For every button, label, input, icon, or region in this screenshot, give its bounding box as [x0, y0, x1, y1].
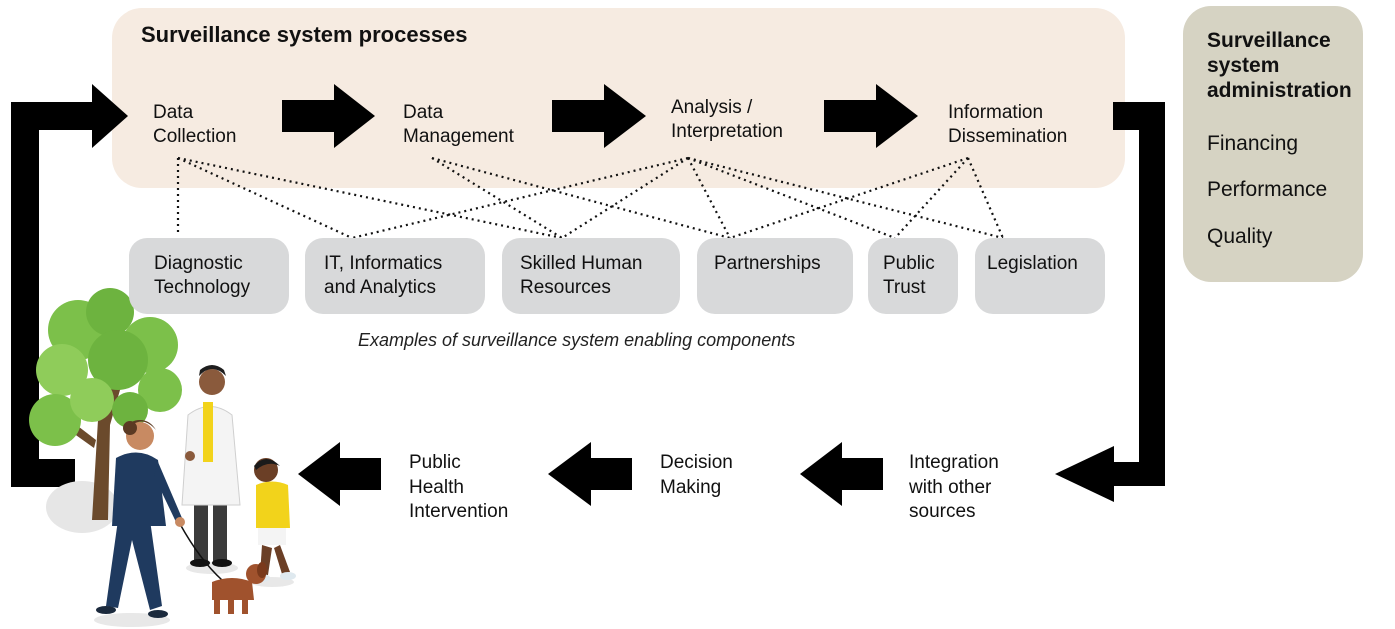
arrow-left-icon	[800, 442, 883, 506]
step-integration-other-sources: Integration with other sources	[909, 451, 999, 525]
administration-panel	[1183, 6, 1363, 282]
component-diagnostic-technology: Diagnostic Technology	[129, 238, 289, 314]
step-label-line2: Dissemination	[948, 126, 1068, 147]
administration-title-line2: system	[1207, 54, 1280, 77]
component-partnerships: Partnerships	[697, 238, 853, 314]
administration-title-line3: administration	[1207, 79, 1352, 102]
component-label-line1: Partnerships	[714, 253, 821, 274]
step-label-line1: Analysis /	[671, 97, 753, 118]
component-label-line2: Trust	[883, 277, 926, 298]
lower-label-line1: Public	[409, 452, 461, 473]
connector-line	[729, 156, 969, 240]
processes-title: Surveillance system processes	[141, 22, 468, 47]
administration-item-performance: Performance	[1207, 178, 1328, 201]
connector-line	[561, 157, 689, 239]
process-arrows	[282, 84, 918, 148]
step-analysis-interpretation: Analysis / Interpretation	[671, 96, 783, 144]
connector-line	[177, 156, 563, 240]
doctor-illustration	[181, 365, 241, 574]
arrow-right-icon	[552, 84, 646, 148]
connector-lines	[176, 156, 1005, 240]
connector-line	[177, 157, 353, 239]
lower-label-line1: Decision	[660, 452, 733, 473]
child-illustration	[250, 458, 296, 587]
lower-label-line1: Integration	[909, 452, 999, 473]
component-label-line2: and Analytics	[324, 277, 436, 298]
step-information-dissemination: Information Dissemination	[948, 101, 1067, 149]
connector-line	[894, 157, 969, 239]
component-label-line1: Public	[883, 253, 935, 274]
administration-title-line1: Surveillance	[1207, 29, 1331, 52]
connector-line	[687, 156, 1004, 240]
component-label-line1: Legislation	[987, 253, 1078, 274]
tree-illustration	[29, 288, 182, 533]
lower-flow-arrows	[298, 442, 883, 506]
component-label-line1: IT, Informatics	[324, 253, 443, 274]
component-skilled-human-resources: Skilled Human Resources	[502, 238, 680, 314]
component-label-line1: Diagnostic	[154, 253, 243, 274]
nurse-illustration	[94, 420, 185, 627]
arrow-left-icon	[548, 442, 632, 506]
connector-line	[687, 156, 896, 240]
arrow-left-icon	[298, 442, 381, 506]
arrow-down-left-icon	[1055, 102, 1165, 502]
step-label-line2: Management	[403, 126, 514, 147]
administration-item-financing: Financing	[1207, 132, 1299, 155]
lower-label-line2: Health	[409, 476, 464, 498]
dog-illustration	[179, 523, 267, 614]
component-label-line2: Technology	[154, 277, 251, 298]
administration-title: Surveillance system administration	[1207, 28, 1352, 103]
step-public-health-intervention: Public Health Intervention	[409, 451, 508, 525]
component-legislation: Legislation	[975, 238, 1105, 314]
arrow-right-icon	[824, 84, 918, 148]
component-public-trust: Public Trust	[868, 238, 958, 314]
connector-line	[431, 157, 563, 239]
loop-arrow-left	[11, 84, 128, 487]
step-label-line1: Data	[153, 102, 194, 123]
component-it-informatics: IT, Informatics and Analytics	[305, 238, 485, 314]
component-label-line2: Resources	[520, 277, 611, 298]
step-data-management: Data Management	[403, 101, 514, 149]
lower-label-line3: sources	[909, 501, 976, 522]
step-data-collection: Data Collection	[153, 101, 236, 149]
arrow-up-right-icon	[11, 84, 128, 487]
connector-line	[351, 156, 689, 240]
connector-line	[966, 157, 1005, 239]
step-label-line2: Interpretation	[671, 121, 783, 142]
connector-line	[687, 157, 731, 239]
step-label-line1: Information	[948, 102, 1044, 123]
step-label-line1: Data	[403, 102, 444, 123]
loop-arrow-right	[1055, 102, 1165, 502]
administration-item-quality: Quality	[1207, 225, 1273, 248]
lower-label-line3: Intervention	[409, 501, 509, 522]
arrow-right-icon	[282, 84, 375, 148]
step-label-line2: Collection	[153, 126, 237, 147]
lower-label-line2: Making	[660, 476, 722, 498]
step-decision-making: Decision Making	[660, 451, 733, 500]
component-label-line1: Skilled Human	[520, 253, 643, 274]
enabling-components-caption: Examples of surveillance system enabling…	[358, 330, 796, 350]
lower-label-line2: with other	[909, 476, 992, 498]
